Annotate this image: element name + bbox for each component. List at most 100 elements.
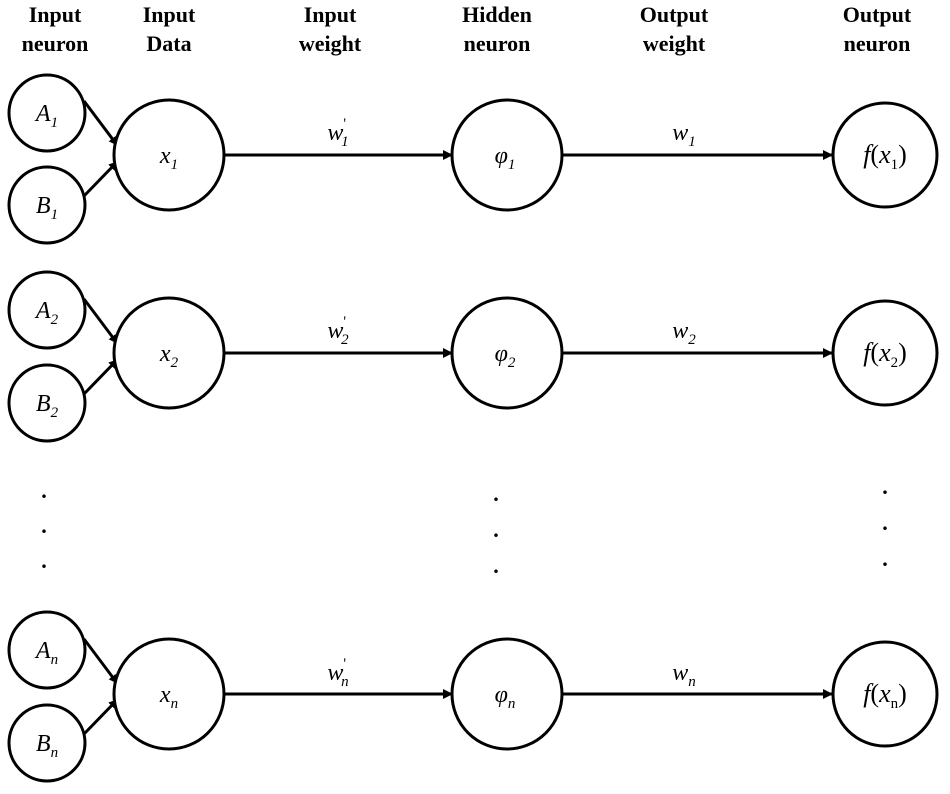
subscript: 1 [688, 134, 696, 150]
variable: x [878, 140, 891, 169]
output-neuron [831, 299, 939, 407]
input-neuron-a [7, 270, 87, 350]
ellipsis-output-column: . . . [882, 474, 888, 571]
close-paren: ) [898, 338, 907, 367]
open-paren: ( [870, 140, 879, 169]
header-input-neuron: Input neuron [22, 2, 89, 56]
variable: x [878, 679, 891, 708]
network-row-2: A2 B2 x2 w'2 φ2 w2 f(x2) [7, 270, 939, 443]
output-neuron-label: f(x1) [863, 140, 907, 173]
input-neuron-b [7, 703, 87, 783]
ellipsis-dot: . [41, 548, 47, 573]
input-neuron-b-label: B1 [36, 193, 58, 223]
header-line-2: neuron [22, 31, 89, 56]
prime-mark: ' [343, 656, 346, 672]
symbol: w [672, 120, 688, 146]
input-data-node [112, 98, 226, 212]
hidden-neuron-label: φn [495, 682, 516, 712]
header-output-weight: Output weight [640, 2, 709, 56]
header-line-2: weight [643, 31, 706, 56]
symbol: B [36, 391, 51, 417]
subscript: n [341, 674, 349, 690]
symbol: A [34, 298, 51, 324]
prime-mark: ' [343, 116, 346, 132]
input-weight-label: w'2 [327, 314, 349, 348]
ellipsis-dot: . [493, 481, 499, 506]
subscript: 2 [171, 355, 179, 371]
header-line-1: Output [640, 2, 709, 27]
input-neuron-b [7, 165, 87, 245]
header-line-1: Output [843, 2, 912, 27]
open-paren: ( [870, 338, 879, 367]
input-neuron-a [7, 73, 87, 153]
prime-mark: ' [343, 314, 346, 330]
ellipsis-dot: . [493, 517, 499, 542]
input-neuron-a [7, 610, 87, 690]
input-data-label: x1 [159, 143, 178, 173]
output-neuron [831, 101, 939, 209]
header-line-1: Input [304, 2, 357, 27]
subscript: n [508, 696, 516, 712]
input-weight-label: w' 1 [327, 116, 348, 150]
ellipsis-input-column: . . . [41, 478, 47, 573]
output-neuron [831, 640, 939, 748]
header-line-1: Input [143, 2, 196, 27]
input-data-label: x2 [159, 341, 179, 371]
header-hidden-neuron: Hidden neuron [462, 2, 532, 56]
header-output-neuron: Output neuron [843, 2, 912, 56]
open-paren: ( [870, 679, 879, 708]
input-data-label: xn [159, 682, 178, 712]
hidden-neuron [450, 296, 564, 410]
symbol: B [36, 193, 51, 219]
header-line-2: neuron [844, 31, 911, 56]
subscript: 2 [508, 355, 516, 371]
subscript: 1 [341, 134, 349, 150]
input-neuron-b-label: Bn [36, 731, 58, 761]
subscript: 2 [341, 332, 349, 348]
subscript: n [51, 745, 59, 761]
edge-b-to-x [82, 160, 119, 198]
symbol: w [672, 318, 688, 344]
subscript: 1 [51, 207, 59, 223]
edge-a-to-x [82, 298, 119, 344]
header-line-2: weight [299, 31, 362, 56]
function-symbol: f [863, 140, 874, 169]
subscript: 2 [688, 332, 696, 348]
function-symbol: f [863, 679, 874, 708]
network-row-1: A1 B1 x1 w'1 φ1 w1 f(x1) [7, 73, 939, 245]
input-data-node [112, 637, 226, 751]
symbol: φ [495, 341, 508, 367]
input-neuron-a-label: An [34, 638, 58, 668]
input-neuron-b-label: B2 [36, 391, 59, 421]
edge-b-to-x [82, 698, 119, 736]
edge-a-to-x [82, 100, 119, 146]
header-line-2: Data [146, 31, 191, 56]
symbol: w [327, 120, 343, 146]
hidden-neuron-label: φ1 [495, 143, 516, 173]
function-symbol: f [863, 338, 874, 367]
ellipsis-dot: . [882, 510, 888, 535]
close-paren: ) [898, 140, 907, 169]
subscript: 1 [51, 115, 59, 131]
symbol: φ [495, 682, 508, 708]
network-row-n: An Bn xn w'n φn wn f(xn) [7, 610, 939, 783]
ellipsis-dot: . [882, 546, 888, 571]
header-line-1: Hidden [462, 2, 532, 27]
input-data-node [112, 296, 226, 410]
ellipsis-dot: . [41, 478, 47, 503]
symbol: B [36, 731, 51, 757]
output-neuron-label: f(xn) [863, 679, 907, 712]
input-neuron-a-label: A1 [34, 101, 58, 131]
subscript: n [171, 696, 179, 712]
input-neuron-b [7, 363, 87, 443]
output-weight-label: wn [672, 660, 696, 690]
subscript: n [891, 696, 899, 712]
ellipsis-dot: . [493, 553, 499, 578]
output-neuron-label: f(x2) [863, 338, 907, 371]
symbol: w [672, 660, 688, 686]
edge-b-to-x [82, 358, 119, 396]
input-weight-label: w'n [327, 656, 348, 690]
subscript: 1 [891, 157, 899, 173]
hidden-neuron [450, 637, 564, 751]
